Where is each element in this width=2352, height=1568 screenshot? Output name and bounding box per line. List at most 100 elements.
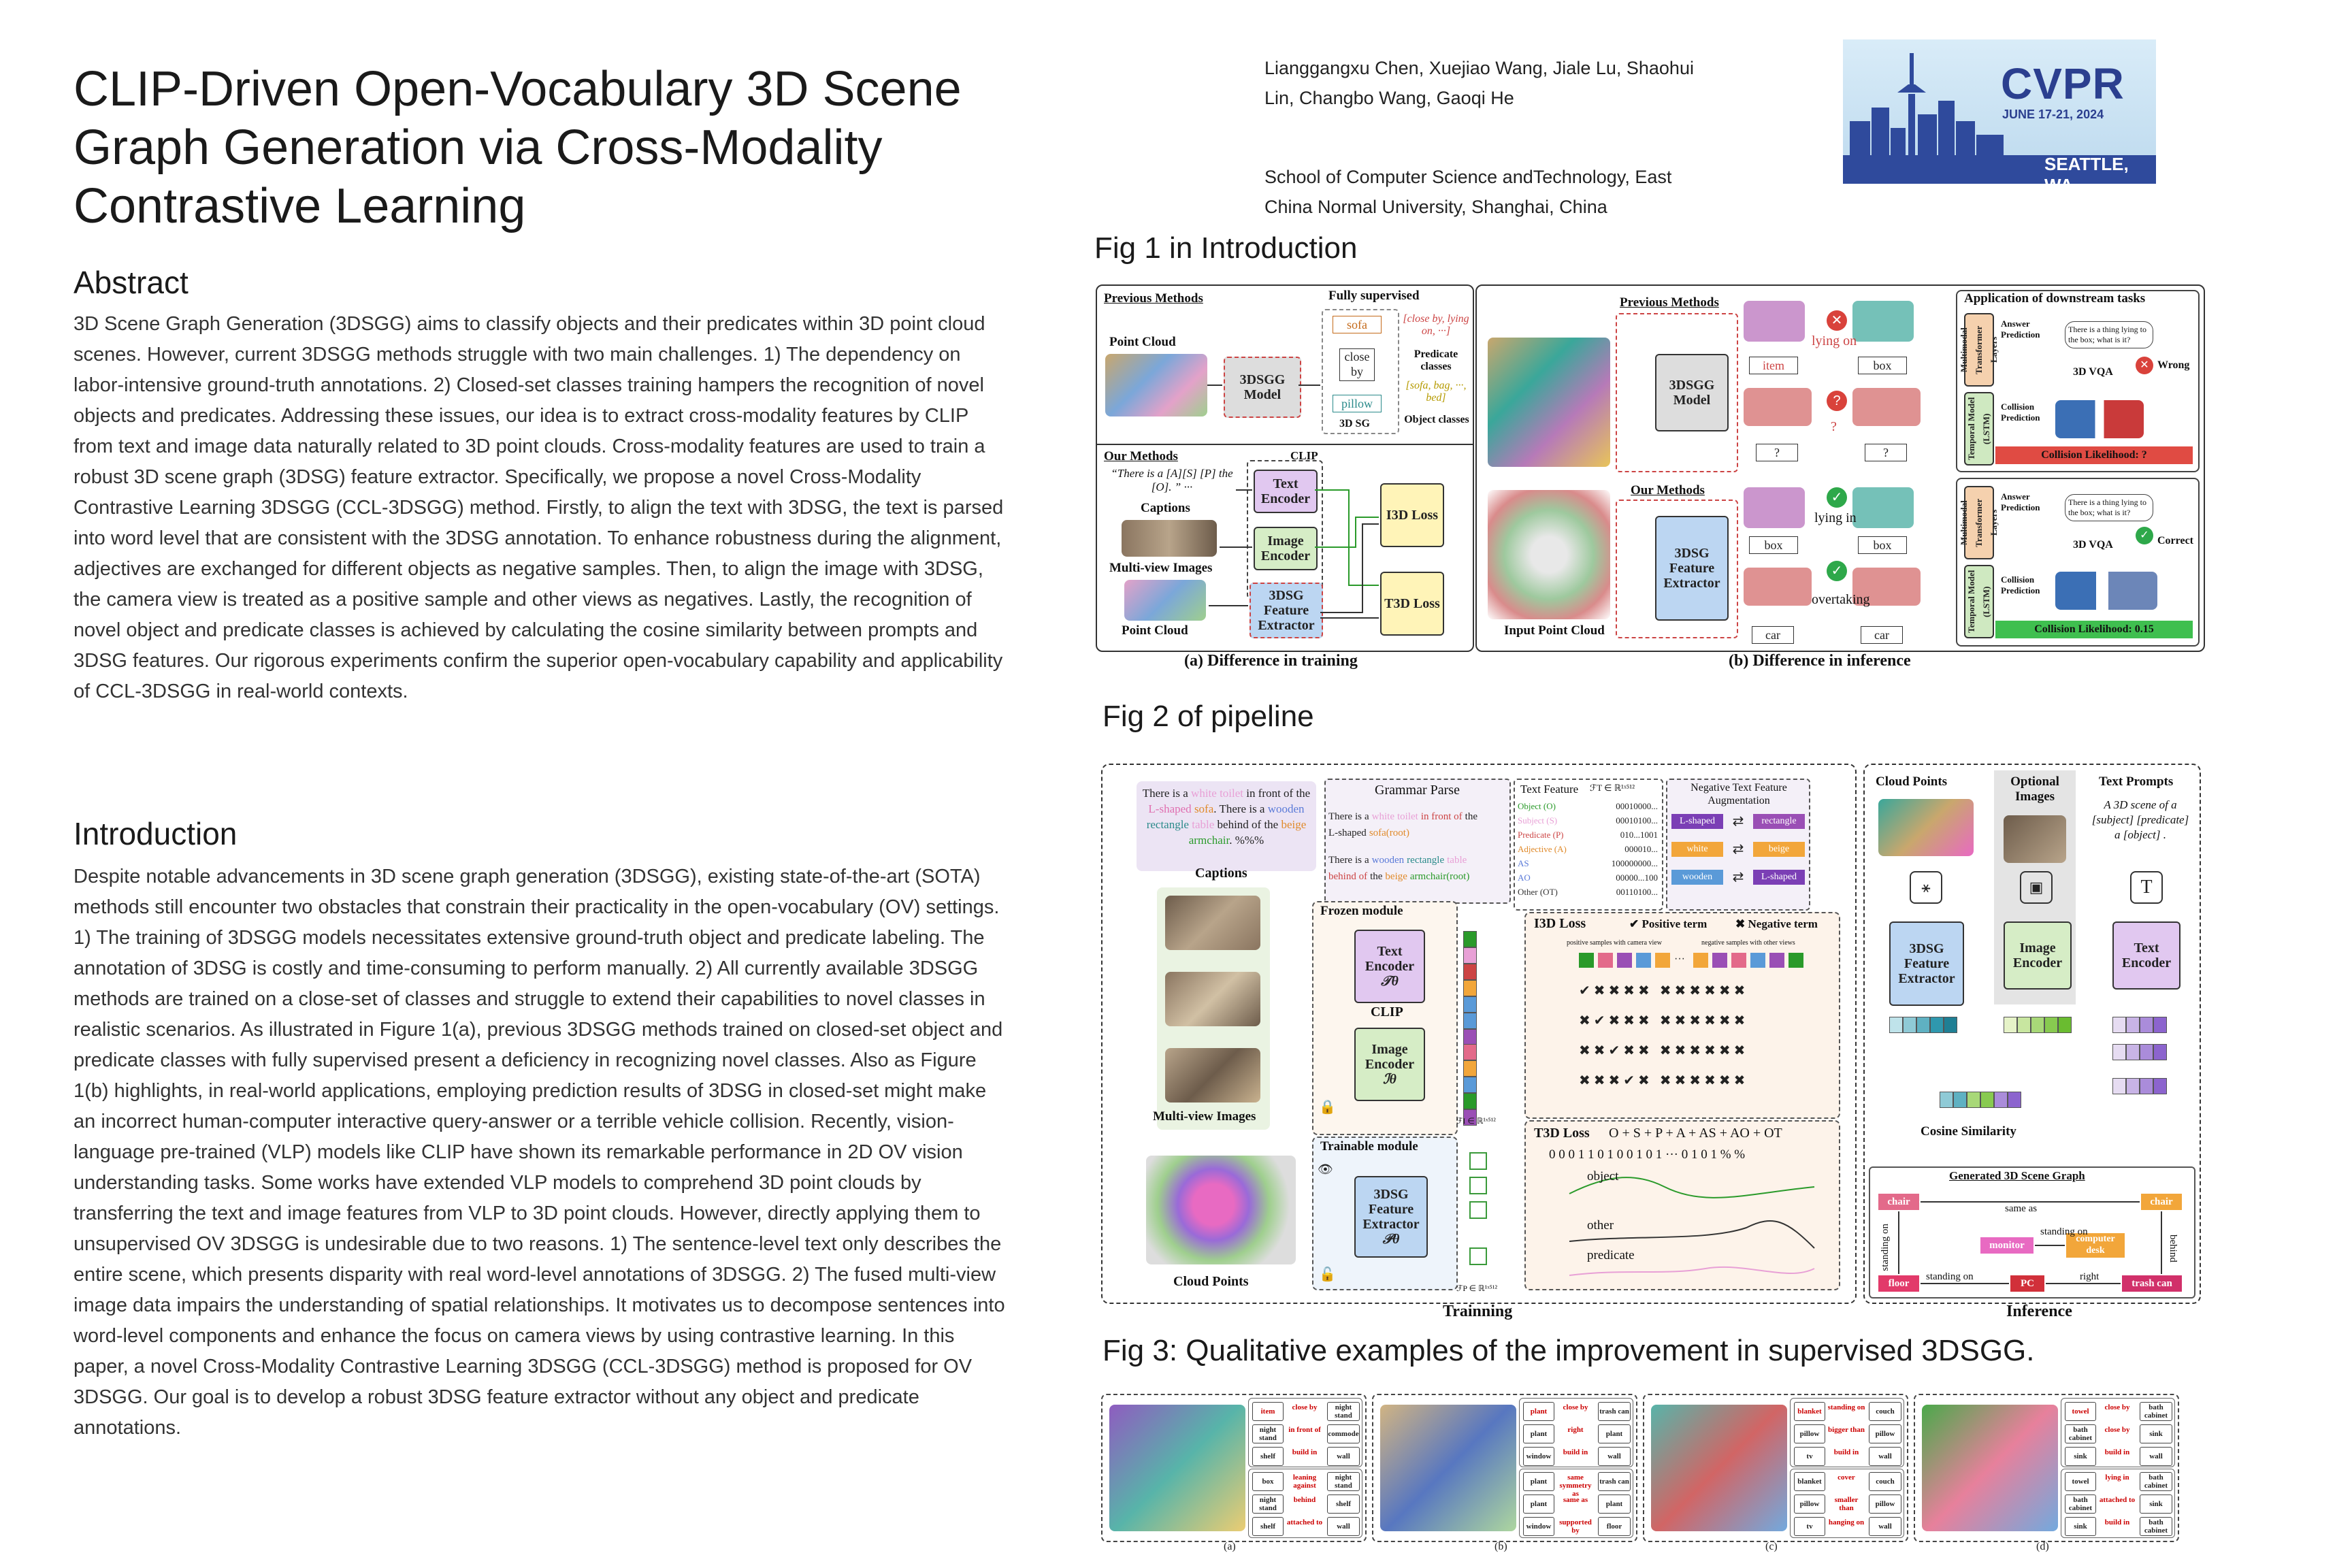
fig3-predicate: build in: [1563, 1448, 1588, 1456]
i3d-row: ✖ ✖ ✔ ✖ ✖ ✖ ✖ ✖ ✖ ✖ ✖: [1579, 1043, 1746, 1058]
fig3-predicate: behind: [1293, 1496, 1316, 1504]
i3d-sample-square: ···: [1674, 953, 1685, 964]
inf-feature-cell: [1889, 1017, 1903, 1033]
fig1b-box-tag-2: box: [1749, 536, 1798, 554]
fig1b-3dsgg-model: 3DSGG Model: [1655, 354, 1729, 431]
inf-feature-cell: [1930, 1017, 1944, 1033]
fig3-triple-frame: [2061, 1398, 2175, 1467]
fig1a-image-encoder-label: Image Encoder: [1260, 534, 1311, 564]
fig1b-question-bubble: There is a thing lying to the box; what …: [2065, 321, 2153, 348]
fig3-predicate: attached to: [1286, 1518, 1323, 1526]
inf-feature-cell: [2044, 1017, 2058, 1033]
fig3-subject: pillow: [1794, 1494, 1825, 1514]
fig1b-item-shape: [1744, 301, 1805, 342]
fig1b-lying-on: lying on: [1812, 333, 1857, 348]
fig3-predicate: smaller than: [1834, 1496, 1859, 1512]
authors: Lianggangxu Chen, Xuejiao Wang, Jiale Lu…: [1264, 58, 1694, 108]
fig2-image-encoder-sym: ℐθ: [1383, 1072, 1396, 1087]
fig2-caption-subj: table: [1192, 818, 1215, 831]
fig1b-collision-good: Collision Likelihood: 0.15: [1995, 621, 2193, 638]
fig1b-question-bubble-2: There is a thing lying to the box; what …: [2065, 494, 2153, 521]
fig3-object: wall: [1598, 1447, 1631, 1466]
fig2-graph-edges: [1898, 1201, 2162, 1284]
text-feature-row: Adjective (A)000010...: [1518, 842, 1658, 856]
fig2-pos-term: ✔ Positive term: [1629, 917, 1708, 930]
fig2-3d-cubes: [1469, 1152, 1487, 1265]
fig3-subject: tv: [1794, 1447, 1825, 1466]
fig1b-lying-in: lying in: [1814, 510, 1857, 525]
fig1b-scene-cloud-image: [1488, 338, 1610, 467]
fig2-fp-dim: ℱP ∈ ℝ¹ˣ⁵¹²: [1456, 1284, 1498, 1293]
text-feature-row: Object (O)00010000...: [1518, 799, 1658, 813]
fig1a-text-encoder-label: Text Encoder: [1260, 476, 1311, 506]
fig3-object: wall: [1327, 1447, 1360, 1466]
fig2-training-label: Trainning: [1443, 1303, 1513, 1320]
fig3-subject: towel: [2065, 1402, 2096, 1421]
car-crash-icon: [2055, 400, 2144, 438]
fig1b-answer-pred: Answer Prediction: [2001, 318, 2040, 340]
correct-check-icon-3: ✓: [2136, 527, 2153, 544]
fig1b-feature-extractor: 3DSG Feature Extractor: [1655, 516, 1729, 621]
fig2-training-panel: There is a white toilet in front of the …: [1101, 764, 1857, 1304]
fig1a-panel: Previous Methods Fully supervised Point …: [1096, 284, 1474, 652]
inf-feature-cell: [2126, 1078, 2140, 1094]
fig3-object: bath cabinet: [2140, 1472, 2172, 1491]
fig1b-wrong: Wrong: [2157, 359, 2190, 371]
fig1a-image-encoder: Image Encoder: [1254, 527, 1318, 570]
fig1a-t3d-loss-label: T3D Loss: [1384, 596, 1440, 611]
fig1a-multiview-image: [1122, 520, 1217, 557]
fig1b-q-pred: ?: [1831, 419, 1837, 434]
abstract-text: 3D Scene Graph Generation (3DSGG) aims t…: [74, 313, 1004, 702]
fig1b-box-tag: box: [1858, 357, 1907, 374]
fig1b-correct: Correct: [2157, 535, 2193, 546]
fig3-object: sink: [2140, 1424, 2172, 1443]
fig1b-extractor-label: 3DSG Feature Extractor: [1663, 546, 1720, 591]
fig2-caption: Fig 2 of pipeline: [1102, 700, 1314, 733]
i3d-sample-square: [1750, 953, 1765, 968]
fig3-caption: Fig 3: Qualitative examples of the impro…: [1102, 1334, 2035, 1367]
feature-cell: [1463, 1093, 1477, 1109]
gp-word: There: [1328, 811, 1352, 822]
fig1-caption: Fig 1 in Introduction: [1094, 231, 1358, 265]
fig1a-object-list: [sofa, bag, ···, bed]: [1405, 380, 1467, 404]
fig1a-i3d-loss: I3D Loss: [1380, 483, 1444, 547]
tf-key: AS: [1518, 858, 1529, 868]
fig2-trainable-label: Trainable module: [1320, 1139, 1418, 1154]
fig2-inf-extractor-label: 3DSG Feature Extractor: [1898, 941, 1955, 986]
fig3-predicate: attached to: [2099, 1496, 2136, 1504]
fig1a-multiview-label: Multi-view Images: [1109, 561, 1213, 575]
fig1b-our-methods: Our Methods: [1631, 483, 1705, 497]
fig2-text-feature-rows: Object (O)00010000...Subject (S)00010100…: [1518, 799, 1658, 899]
fig3-predicate: close by: [2104, 1403, 2130, 1411]
fig2-curve-object: object: [1587, 1169, 1619, 1183]
fig2-view-image-3: [1165, 1048, 1260, 1102]
fig2-curve-predicate: predicate: [1587, 1248, 1635, 1262]
fig3-predicate: build in: [1292, 1448, 1318, 1456]
fig1b-box-shape-2: [1744, 487, 1805, 528]
fig3-predicate: build in: [1833, 1448, 1859, 1456]
fig1b-car-tag-1: car: [1752, 626, 1794, 644]
inf-feature-cell: [1994, 1092, 2008, 1108]
feature-cell: [1463, 1109, 1477, 1126]
fig2-t3d-curves: [1569, 1177, 1815, 1276]
gp-word: toilet: [1397, 811, 1418, 822]
fig1a-our-methods: Our Methods: [1104, 449, 1178, 463]
fig3-predicate: close by: [1292, 1403, 1318, 1411]
fig3-object: wall: [1869, 1447, 1901, 1466]
inf-feature-cell: [2017, 1017, 2031, 1033]
fig3-predicate: right: [1567, 1426, 1584, 1434]
fig1a-captions-label: Captions: [1141, 501, 1190, 515]
i3d-sample-square: [1579, 953, 1594, 968]
fig2-text-encoder-label: Text Encoder: [1365, 944, 1415, 974]
fig2-fi-dim: ℱI ∈ ℝ¹ˣ⁵¹²: [1456, 1116, 1496, 1126]
abstract-heading: Abstract: [74, 265, 189, 300]
fig1a-scene-graph-frame: [1322, 309, 1399, 434]
fig1a-point-cloud-label-2: Point Cloud: [1122, 623, 1188, 638]
fig2-caption-part: There is a: [1142, 787, 1192, 800]
fig2-view-image-1: [1165, 896, 1260, 950]
fig2-node-computer-desk: computer desk: [2066, 1233, 2125, 1258]
image-icon: ▣: [2020, 871, 2053, 904]
